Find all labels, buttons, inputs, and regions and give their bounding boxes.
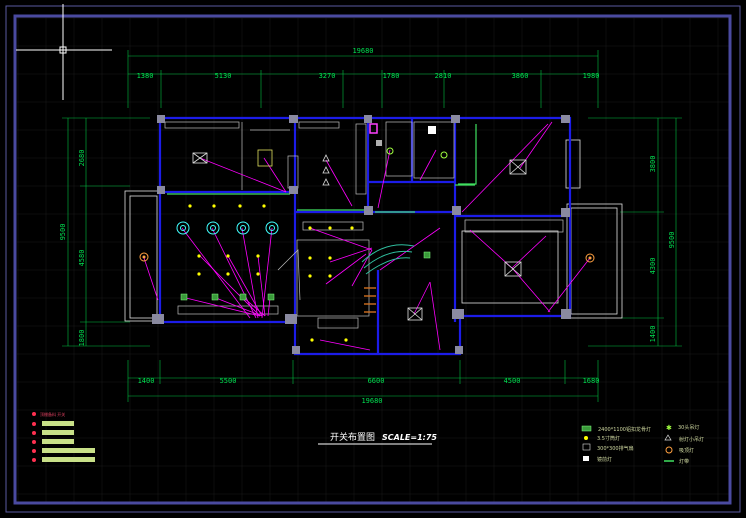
dim-top-total: 19680 (352, 47, 373, 55)
legend-item-3: 300*300排气扇 (597, 445, 634, 452)
legend-left-header: 顶棚备料 开关 (40, 411, 65, 417)
floor-plan (124, 115, 623, 356)
dimension-top (127, 50, 599, 108)
pendant-legend-icon: ✱ (666, 424, 672, 432)
switch-wiring (143, 121, 591, 351)
dim-left-total: 9500 (59, 224, 67, 241)
legend-item-1: 2400*1100铝扣龙骨灯 (598, 426, 651, 433)
legend-switch-bars (42, 421, 95, 462)
downlight-icon (188, 204, 354, 342)
ceiling-fixtures (139, 123, 595, 342)
dim-top-seg-6: 3860 (512, 72, 529, 80)
columns (152, 115, 571, 354)
legend-right: 2400*1100铝扣龙骨灯 3.5寸筒灯 300*300排气扇 镜前灯 ✱ 3… (581, 424, 704, 465)
dimension-right (588, 117, 682, 347)
dim-bottom-seg-3: 6600 (368, 377, 385, 385)
balcony-outlines (124, 139, 623, 322)
outer-frame (5, 5, 741, 513)
ceiling-lamp-legend-icon (665, 446, 673, 454)
ceiling-lamp-icon (139, 252, 595, 263)
drawing-scale: SCALE=1:75 (382, 433, 437, 442)
dim-top-seg-3: 3270 (319, 72, 336, 80)
mirror-light-legend-icon (583, 456, 589, 461)
panel-light-icon (180, 251, 431, 301)
legend-item-8: 灯带 (679, 458, 689, 465)
dim-left-seg-1: 2680 (78, 150, 86, 167)
dim-top-seg-4: 1780 (383, 72, 400, 80)
exhaust-fan-legend-icon (582, 443, 591, 451)
dim-bottom-seg-5: 1680 (583, 377, 600, 385)
dim-right-total: 9500 (668, 232, 676, 249)
inner-details (164, 121, 564, 329)
spotlight-icon (322, 154, 330, 186)
legend-item-5: 30头吊灯 (678, 424, 699, 431)
dim-bottom-total: 19680 (361, 397, 382, 405)
dim-top-seg-2: 5130 (215, 72, 232, 80)
downlight-legend-icon (584, 436, 588, 440)
dim-left-seg-2: 4580 (78, 250, 86, 267)
legend-switch-icon (32, 412, 36, 462)
dim-bottom-seg-1: 1400 (138, 377, 155, 385)
inner-frame (13, 14, 732, 505)
background-grid (17, 17, 729, 502)
panel-light-legend-icon (581, 425, 592, 432)
legend-item-6: 射灯小吊灯 (679, 436, 704, 443)
dimension-bottom (127, 360, 599, 402)
dim-bottom-seg-2: 5500 (220, 377, 237, 385)
dim-right-seg-2: 4300 (649, 258, 657, 275)
drawing-title: 开关布置图 (330, 431, 375, 443)
dimension-left (62, 117, 150, 347)
staircase-icon (361, 244, 415, 275)
legend-left: 顶棚备料 开关 (32, 411, 95, 462)
legend-item-2: 3.5寸筒灯 (597, 435, 620, 442)
dim-bottom-seg-4: 4500 (504, 377, 521, 385)
dim-top-seg-1: 1380 (137, 72, 154, 80)
walls (158, 116, 572, 356)
dim-right-seg-3: 1400 (649, 326, 657, 343)
dim-right-seg-1: 3800 (649, 156, 657, 173)
dim-top-seg-7: 1980 (583, 72, 600, 80)
dim-left-seg-3: 1800 (78, 330, 86, 347)
stair-rail-icon (364, 287, 376, 313)
exhaust-fan-icon (192, 152, 527, 321)
legend-item-7: 吸顶灯 (679, 447, 694, 454)
spotlight-legend-icon (664, 434, 672, 441)
green-fixture-icon (386, 147, 448, 159)
cad-crosshair[interactable] (16, 4, 112, 100)
legend-item-4: 镜前灯 (597, 456, 612, 463)
pendant-lamp-icon (176, 221, 279, 235)
light-strips (167, 124, 477, 213)
dim-top-seg-5: 2810 (435, 72, 452, 80)
mirror-light-icon (257, 123, 436, 167)
